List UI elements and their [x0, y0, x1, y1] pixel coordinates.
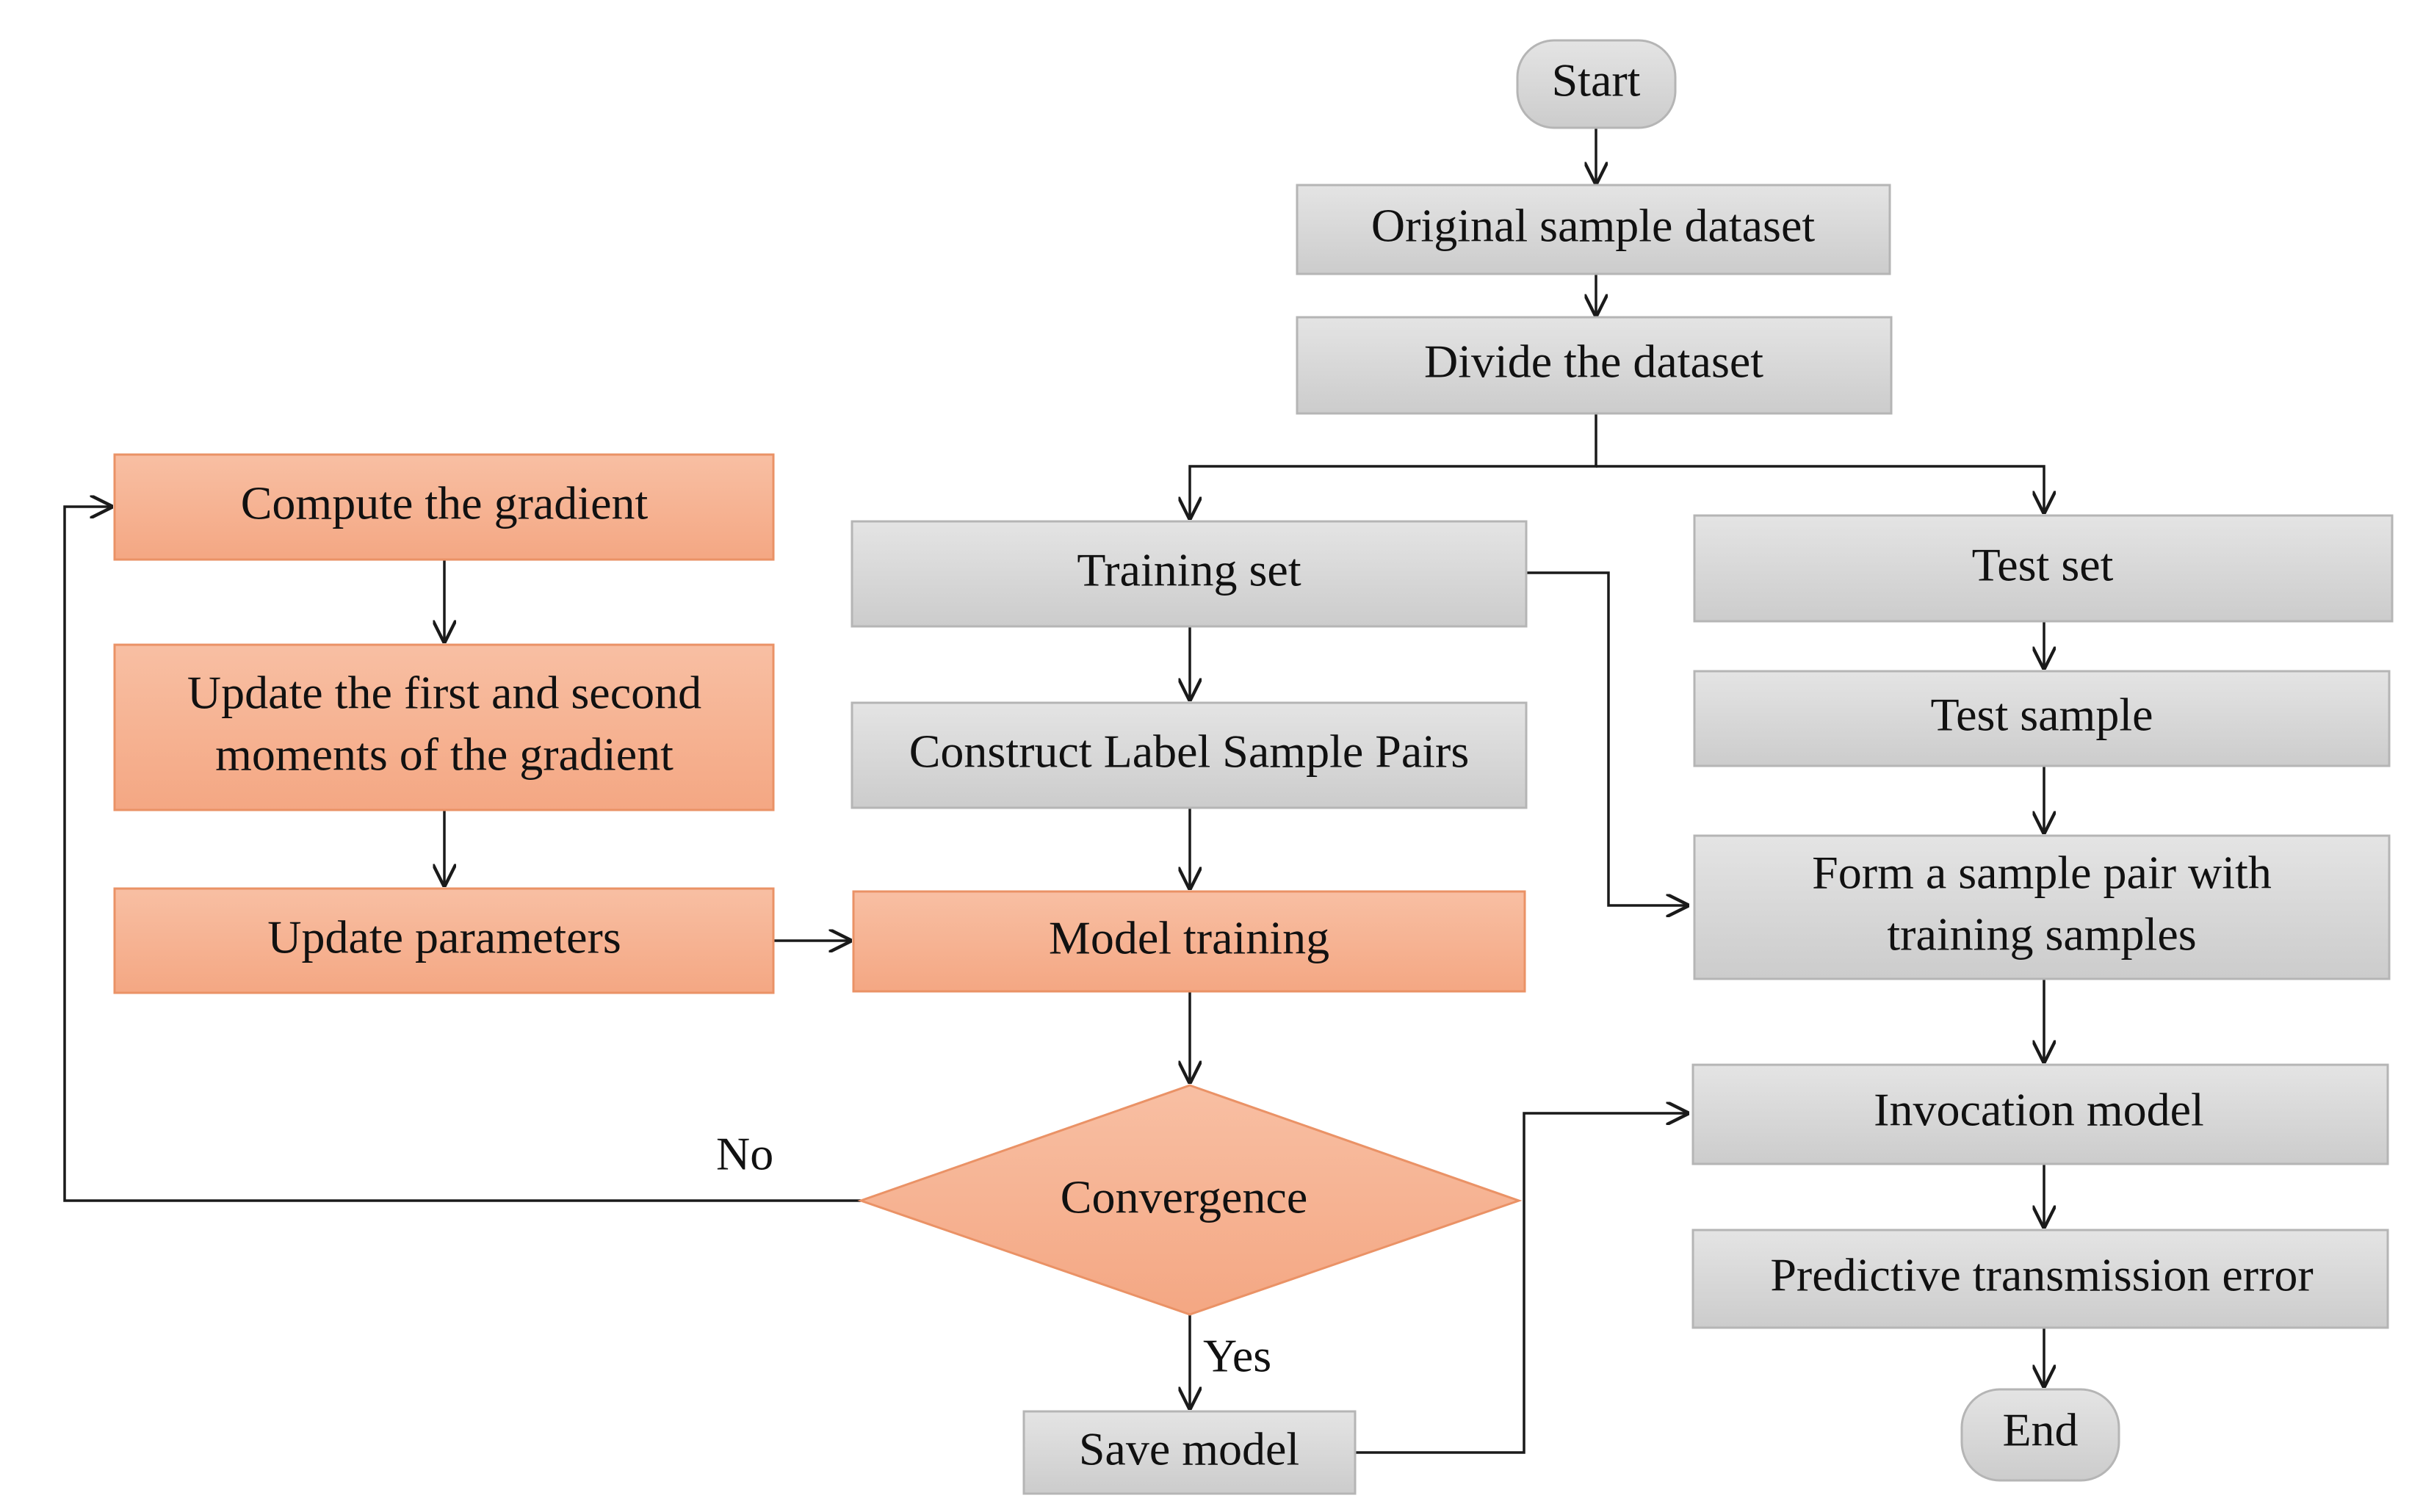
node-start-label: Start	[1552, 54, 1641, 106]
node-training-set: Training set	[851, 520, 1528, 628]
node-compute-gradient-label: Compute the gradient	[241, 477, 649, 529]
node-test-sample: Test sample	[1693, 670, 2391, 767]
node-test-sample-label: Test sample	[1931, 689, 2153, 741]
node-divide-dataset-label: Divide the dataset	[1424, 336, 1763, 388]
node-invocation-model: Invocation model	[1691, 1063, 2389, 1165]
edge-label-no: No	[716, 1128, 773, 1180]
node-convergence-label: Convergence	[1061, 1171, 1307, 1223]
node-model-training: Model training	[852, 890, 1526, 993]
edge-save-to-invocation	[1355, 1113, 1689, 1454]
node-construct-pairs-label: Construct Label Sample Pairs	[909, 726, 1470, 778]
node-update-moments: Update the first and second moments of t…	[113, 643, 775, 811]
node-start: Start	[1516, 39, 1677, 129]
node-form-pair-line1: Form a sample pair with	[1812, 847, 2272, 899]
node-compute-gradient: Compute the gradient	[113, 453, 775, 561]
node-model-training-label: Model training	[1049, 912, 1329, 964]
edge-divide-to-test	[1596, 465, 2044, 514]
node-predictive-error-label: Predictive transmission error	[1770, 1249, 2313, 1301]
node-original-dataset: Original sample dataset	[1296, 184, 1891, 275]
node-predictive-error: Predictive transmission error	[1691, 1229, 2389, 1329]
node-convergence: Convergence	[857, 1084, 1523, 1316]
node-update-moments-line1: Update the first and second	[187, 667, 701, 719]
node-form-pair: Form a sample pair with training samples	[1693, 834, 2391, 980]
node-end: End	[1960, 1388, 2120, 1482]
edges	[63, 128, 2044, 1454]
node-invocation-model-label: Invocation model	[1874, 1084, 2204, 1136]
node-divide-dataset: Divide the dataset	[1296, 316, 1893, 415]
node-update-parameters-label: Update parameters	[267, 911, 621, 963]
node-save-model-label: Save model	[1079, 1423, 1299, 1475]
node-training-set-label: Training set	[1077, 544, 1301, 596]
node-original-dataset-label: Original sample dataset	[1371, 200, 1815, 252]
node-save-model: Save model	[1022, 1410, 1357, 1495]
node-test-set: Test set	[1693, 514, 2394, 623]
edge-divide-to-training	[1190, 413, 1597, 520]
node-test-set-label: Test set	[1972, 539, 2114, 591]
node-form-pair-line2: training samples	[1887, 908, 2196, 961]
edge-training-to-form-pair	[1526, 571, 1689, 905]
node-end-label: End	[2002, 1404, 2078, 1456]
node-update-parameters: Update parameters	[113, 887, 775, 994]
node-construct-pairs: Construct Label Sample Pairs	[851, 701, 1528, 809]
edge-label-yes: Yes	[1203, 1330, 1271, 1382]
node-update-moments-line2: moments of the gradient	[215, 728, 674, 781]
edge-convergence-no-loop	[63, 507, 861, 1202]
